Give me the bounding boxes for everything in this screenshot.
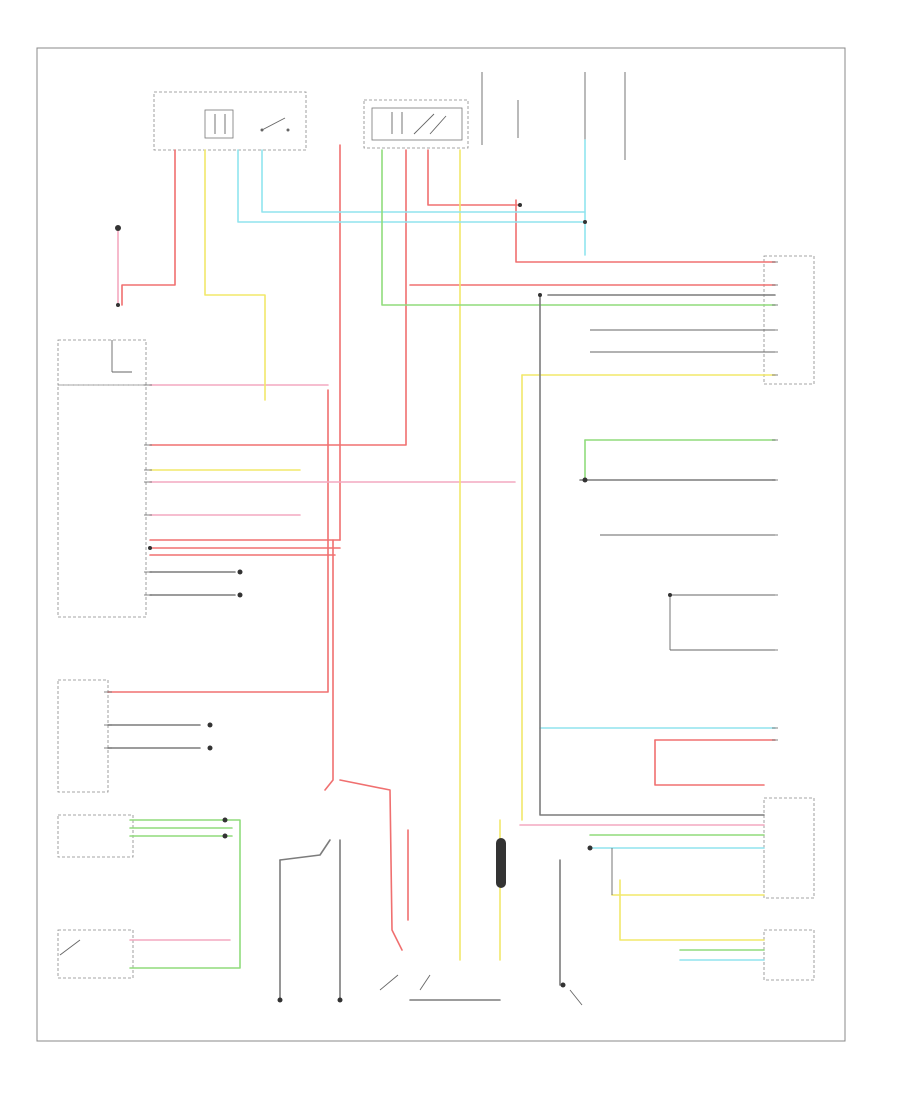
ground-points (115, 225, 593, 1003)
wire-group-green (129, 149, 776, 969)
brake-switch (57, 929, 134, 979)
body-control-module-top (763, 255, 815, 385)
wire-group-pink (117, 229, 765, 941)
fuse-block-left (153, 91, 307, 151)
wire-group-cyan (237, 139, 776, 961)
control-module-bottom (763, 797, 815, 981)
ignition-switch (379, 974, 583, 1006)
fuse-block-right (363, 99, 469, 149)
coil-component (496, 838, 506, 888)
terminal-ticks-left (104, 384, 152, 749)
transmission-range-sensor (57, 814, 134, 858)
wire-group-yellow (149, 149, 776, 961)
diagram-frame (36, 47, 846, 1042)
connector-lines (590, 329, 775, 895)
powertrain-control-module (57, 679, 109, 793)
wire-group-red (107, 144, 776, 951)
fusible-links (481, 72, 626, 160)
ground-distribution (57, 339, 147, 386)
wire-group-dark (107, 294, 776, 1001)
terminal-ticks-right (772, 261, 778, 741)
instrument-cluster-module (57, 340, 147, 618)
splice-dots (116, 203, 672, 597)
